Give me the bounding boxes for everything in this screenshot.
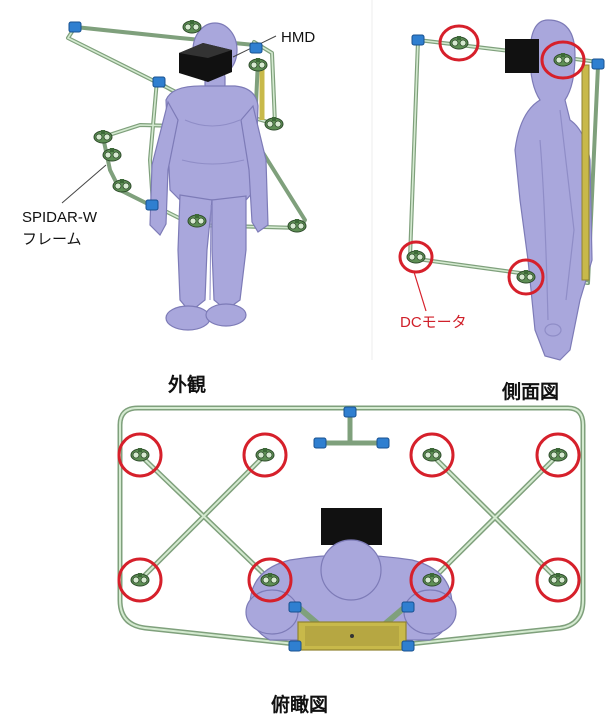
motor-highlight-circle — [438, 24, 480, 62]
spidar-label-line1: SPIDAR-W — [22, 209, 97, 226]
side-view-caption: 側面図 — [502, 381, 560, 403]
motor-highlight-circle — [117, 557, 163, 603]
dc-motor-leader-line — [413, 271, 427, 312]
frame-joint — [376, 437, 390, 449]
side-view — [398, 19, 605, 361]
frame-joint — [68, 21, 82, 33]
motor-highlight-circle — [507, 258, 545, 296]
frame-joint — [411, 34, 425, 46]
top-view — [117, 405, 586, 652]
frame-joint — [288, 640, 302, 652]
top-head — [320, 539, 382, 601]
side-hmd-box — [505, 39, 539, 73]
frame-joint — [313, 437, 327, 449]
frame-joint — [288, 601, 302, 613]
motor-highlight-circle — [247, 557, 293, 603]
motor-highlight-circle — [535, 432, 581, 478]
side-motor-highlights — [398, 24, 586, 296]
hmd-label: HMD — [281, 29, 316, 46]
spidar-leader-line — [61, 164, 107, 204]
frame-joint — [145, 199, 159, 211]
top-view-caption: 俯瞰図 — [271, 694, 329, 716]
dc-motor — [182, 19, 202, 34]
motor-highlight-circle — [409, 557, 455, 603]
exterior-view — [61, 19, 307, 331]
frame-joint — [152, 76, 166, 88]
frame-joint — [343, 406, 357, 418]
dc-motor — [422, 447, 442, 462]
frame-joint — [249, 42, 263, 54]
motor-highlight-circle — [540, 40, 586, 80]
dc-motor — [255, 447, 275, 462]
frame-joint — [591, 58, 605, 70]
motor-highlight-circle — [409, 432, 455, 478]
spidar-frame-label: SPIDAR-W フレーム — [22, 207, 97, 251]
top-hmd-box — [321, 508, 382, 545]
motor-highlight-circle — [117, 432, 163, 478]
side-body-shading — [539, 109, 575, 337]
dc-motor-label: DCモータ — [400, 314, 467, 331]
dc-motor — [130, 447, 150, 462]
frame-joint — [401, 601, 415, 613]
motor-highlight-circle — [535, 557, 581, 603]
exterior-view-caption: 外観 — [168, 374, 207, 396]
side-support-bar — [581, 64, 590, 281]
motor-highlight-circle — [398, 240, 434, 274]
top-motor-highlights — [117, 432, 581, 603]
dc-motor — [449, 35, 469, 50]
dc-motor — [248, 57, 268, 72]
exterior-hmd-box — [179, 43, 232, 82]
motor-highlight-circle — [242, 432, 288, 478]
dc-motor — [264, 116, 284, 131]
exterior-body-shading — [181, 119, 245, 301]
frame-joint — [401, 640, 415, 652]
spidar-label-line2: フレーム — [22, 231, 82, 248]
dc-motor — [548, 447, 568, 462]
dc-motor — [93, 129, 113, 144]
